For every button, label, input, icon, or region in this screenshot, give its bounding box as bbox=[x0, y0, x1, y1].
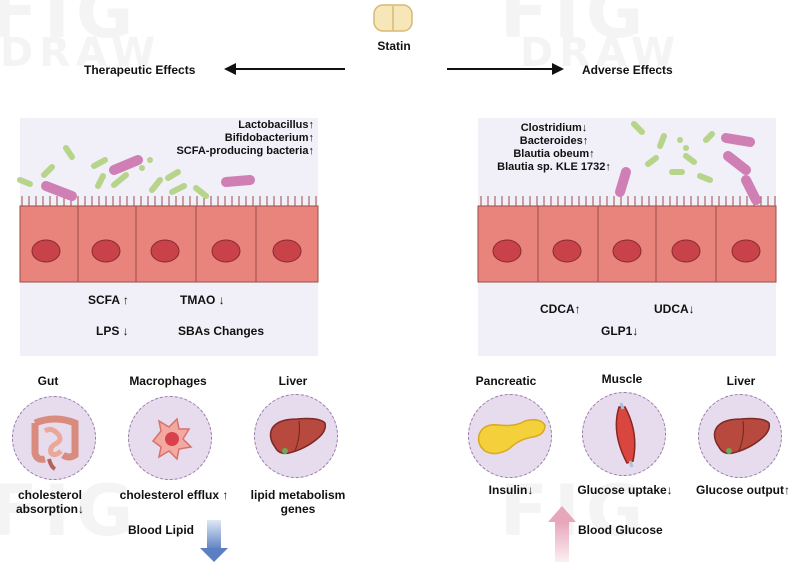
liver-icon bbox=[269, 417, 327, 455]
glp1-label: GLP1↓ bbox=[601, 324, 639, 338]
left-epithelium bbox=[19, 196, 319, 283]
organ-title-pancreatic: Pancreatic bbox=[475, 374, 537, 388]
statin-label: Statin bbox=[377, 39, 411, 53]
macrophage-effect: cholesterol efflux ↑ bbox=[119, 488, 229, 502]
bacteria-clostridium: Clostridium↓ bbox=[520, 122, 588, 134]
organ-title-muscle: Muscle bbox=[601, 372, 643, 386]
insulin-effect: Insulin↓ bbox=[488, 483, 534, 497]
liver-circle-right bbox=[698, 394, 782, 478]
glucose-uptake-effect: Glucose uptake↓ bbox=[577, 483, 673, 497]
gut-effect-line-1: cholesterol bbox=[17, 488, 83, 502]
blood-lipid-down-arrow-icon bbox=[200, 520, 228, 562]
right-epithelium bbox=[477, 196, 777, 283]
pancreas-icon bbox=[477, 418, 546, 455]
arrow-left-icon bbox=[224, 63, 345, 75]
liver-lipid-line-1: lipid metabolism bbox=[250, 488, 346, 502]
right-bacteria bbox=[615, 121, 761, 205]
bacteria-scfa-producing: SCFA-producing bacteria↑ bbox=[176, 145, 314, 157]
macrophage-icon bbox=[151, 417, 193, 461]
liver-icon bbox=[713, 417, 771, 455]
bacteria-blautia-obeum: Blautia obeum↑ bbox=[513, 148, 595, 160]
sbas-label: SBAs Changes bbox=[178, 324, 265, 338]
tmao-label: TMAO ↓ bbox=[180, 293, 225, 307]
watermark-fig: FIG bbox=[0, 470, 140, 552]
arrow-right-icon bbox=[447, 63, 564, 75]
watermark-fig: FIG bbox=[500, 0, 650, 54]
watermark-fig: FIG bbox=[0, 0, 140, 54]
bacteria-bacteroides: Bacteroides↑ bbox=[519, 135, 589, 147]
statin-pill-icon bbox=[373, 4, 413, 32]
muscle-circle bbox=[582, 392, 666, 476]
bacteria-lactobacillus: Lactobacillus↑ bbox=[238, 119, 314, 131]
organ-title-liver: Liver bbox=[278, 374, 308, 388]
gut-effect: cholesterol absorption↓ bbox=[0, 488, 100, 516]
blood-glucose-up-arrow-icon bbox=[548, 506, 576, 562]
liver-circle-left bbox=[254, 394, 338, 478]
scfa-label: SCFA ↑ bbox=[88, 293, 129, 307]
left-bacteria bbox=[17, 145, 255, 201]
gut-effect-line-2: absorption↓ bbox=[16, 502, 84, 516]
liver-lipid-line-2: genes bbox=[280, 502, 316, 516]
macrophage-circle bbox=[128, 396, 212, 480]
glucose-output-effect: Glucose output↑ bbox=[696, 483, 790, 497]
right-bacteria-list: Clostridium↓ Bacteroides↑ Blautia obeum↑… bbox=[484, 122, 624, 174]
bacteria-bifidobacterium: Bifidobacterium↑ bbox=[224, 132, 314, 144]
udca-label: UDCA↓ bbox=[654, 302, 695, 316]
gut-circle bbox=[12, 396, 96, 480]
liver-lipid-effect: lipid metabolism genes bbox=[238, 488, 358, 516]
organ-title-macrophages: Macrophages bbox=[129, 374, 207, 388]
blood-lipid-label: Blood Lipid bbox=[128, 523, 194, 537]
adverse-effects-label: Adverse Effects bbox=[582, 63, 673, 77]
therapeutic-effects-label: Therapeutic Effects bbox=[84, 63, 196, 77]
cdca-label: CDCA↑ bbox=[540, 302, 581, 316]
pancreas-circle bbox=[468, 394, 552, 478]
organ-title-liver-right: Liver bbox=[726, 374, 756, 388]
intestine-icon bbox=[31, 415, 79, 471]
lps-label: LPS ↓ bbox=[96, 324, 129, 338]
blood-glucose-label: Blood Glucose bbox=[578, 523, 663, 537]
watermark-fig: FIG bbox=[500, 470, 650, 552]
muscle-icon bbox=[615, 402, 636, 468]
bacteria-blautia-kle: Blautia sp. KLE 1732↑ bbox=[497, 161, 611, 173]
organ-title-gut: Gut bbox=[37, 374, 59, 388]
watermark-draw: DRAW bbox=[0, 30, 162, 76]
left-bacteria-list: Lactobacillus↑ Bifidobacterium↑ SCFA-pro… bbox=[150, 119, 314, 158]
